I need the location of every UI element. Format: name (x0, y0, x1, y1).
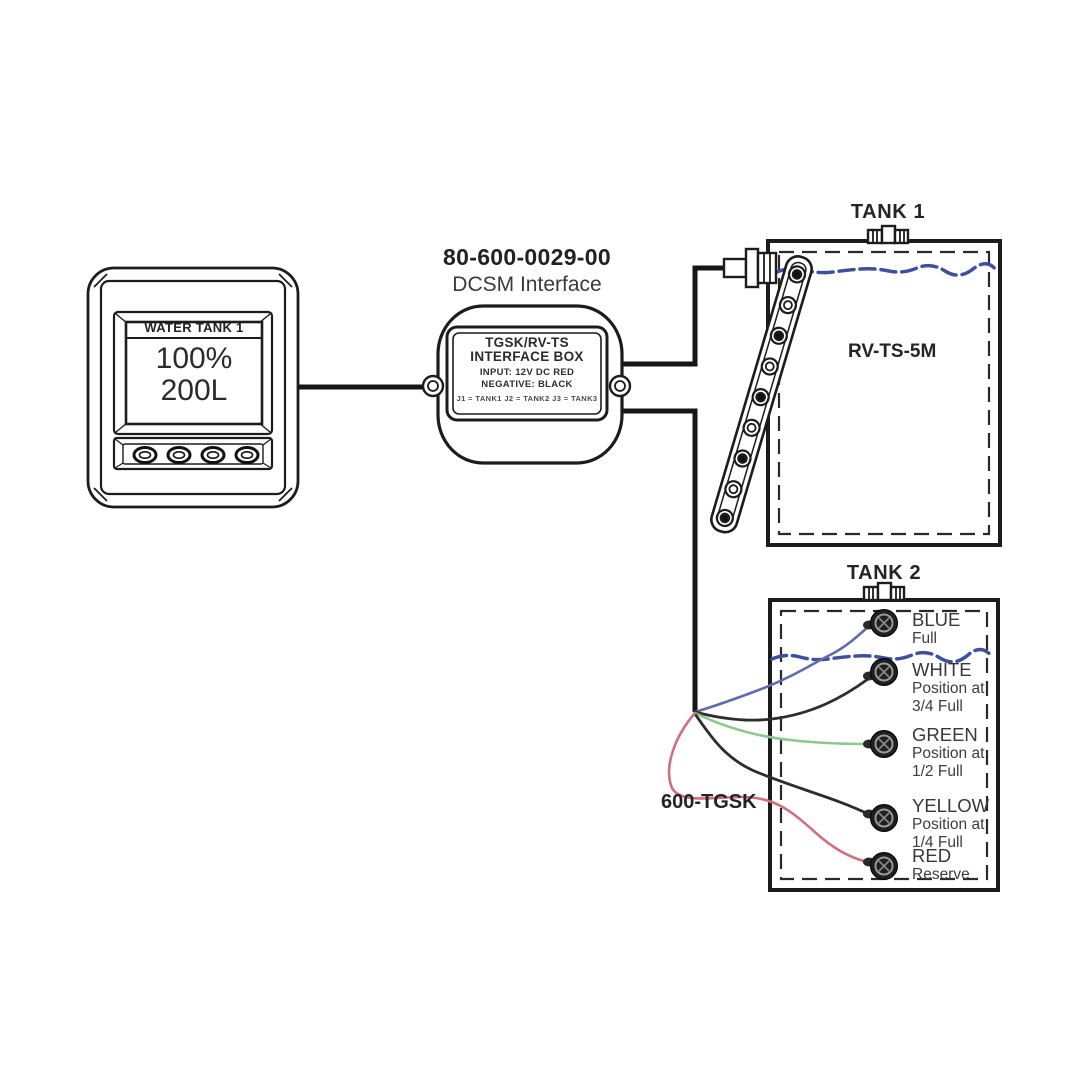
tank2-title: TANK 2 (846, 562, 922, 584)
screen-header-text: WATER TANK 1 (144, 320, 244, 335)
interface-label-plate-inner (452, 332, 602, 415)
sensor-plug-yellow (863, 804, 898, 832)
tank2-top-fitting (862, 581, 906, 602)
screen-corner-bevels (115, 313, 271, 433)
tank1-title: TANK 1 (850, 201, 926, 223)
tank1-sensor-label: RV-TS-5M (848, 341, 937, 362)
rv-ts-sensor-strip (710, 255, 813, 534)
wire-blue (693, 624, 871, 714)
button-bar-bevels (114, 438, 272, 469)
plate-line-1: TGSK/RV-TS (485, 335, 569, 350)
sensor-plug-white (863, 658, 898, 686)
tank2-harness-label: 600-TGSK (661, 791, 757, 813)
sensor-label-yellow: YELLOW Position at 1/4 Full (912, 796, 989, 852)
sensor-white-desc2: 3/4 Full (912, 698, 963, 715)
tank2-sensor-plugs (863, 609, 898, 880)
sensor-label-red: RED Reserve (912, 846, 970, 884)
wire-green (693, 711, 869, 746)
button-bar-inner (122, 443, 264, 465)
main-cables (296, 265, 728, 712)
tgsk-harness-wires (667, 624, 871, 864)
sensor-red-desc1: Reserve (912, 866, 970, 883)
sensor-plug-blue (863, 609, 898, 637)
cable-box-to-tank2-bundle (618, 408, 698, 712)
interface-box-screws (421, 374, 632, 398)
sensor-yellow-desc1: Position at (912, 816, 985, 833)
screen-percent-value: 100% (155, 342, 233, 375)
sensor-label-green: GREEN Position at 1/2 Full (912, 725, 984, 781)
display-monitor-art (86, 266, 300, 509)
tank1-top-fitting (866, 224, 910, 245)
sensor-yellow-name: YELLOW (912, 795, 990, 816)
tank1-group (710, 224, 1002, 547)
sensor-plug-green (863, 730, 898, 758)
sensor-white-desc1: Position at (912, 680, 985, 697)
wire-red (667, 711, 870, 864)
monitor-corner-bevels (93, 273, 293, 502)
tank1-water-line (775, 262, 998, 277)
sensor-blue-desc1: Full (912, 630, 937, 647)
sensor-plug-red (863, 852, 898, 880)
monitor-inner-frame (99, 279, 287, 496)
plate-line-2: INTERFACE BOX (470, 349, 584, 364)
sensor-green-desc1: Position at (912, 745, 985, 762)
plate-line-4: NEGATIVE: BLACK (481, 379, 573, 390)
screen-volume-value: 200L (160, 374, 228, 407)
sensor-blue-name: BLUE (912, 609, 961, 630)
sensor-white-name: WHITE (912, 659, 972, 680)
interface-product-name: DCSM Interface (452, 273, 602, 296)
sensor-label-blue: BLUE Full (912, 610, 960, 648)
interface-box-art (421, 304, 632, 465)
monitor-buttons (132, 446, 260, 464)
wire-white (693, 677, 870, 722)
sensor-red-name: RED (912, 845, 952, 866)
cable-box-to-tank1 (618, 265, 728, 367)
sensor-yellow-desc2: 1/4 Full (912, 834, 963, 851)
plate-line-3: INPUT: 12V DC RED (479, 367, 575, 378)
sensor-green-name: GREEN (912, 724, 978, 745)
tank1-cable-gland (722, 247, 778, 289)
plate-line-5: J1 = TANK1 J2 = TANK2 J3 = TANK3 (456, 394, 598, 403)
sensor-strip-contacts (715, 265, 807, 528)
sensor-label-white: WHITE Position at 3/4 Full (912, 660, 984, 716)
sensor-green-desc2: 1/2 Full (912, 763, 963, 780)
interface-part-number: 80-600-0029-00 (443, 244, 611, 270)
tank1-inner-dashed-wall (777, 250, 991, 536)
wire-yellow (693, 712, 870, 816)
interface-label-plate-outer (445, 325, 609, 422)
